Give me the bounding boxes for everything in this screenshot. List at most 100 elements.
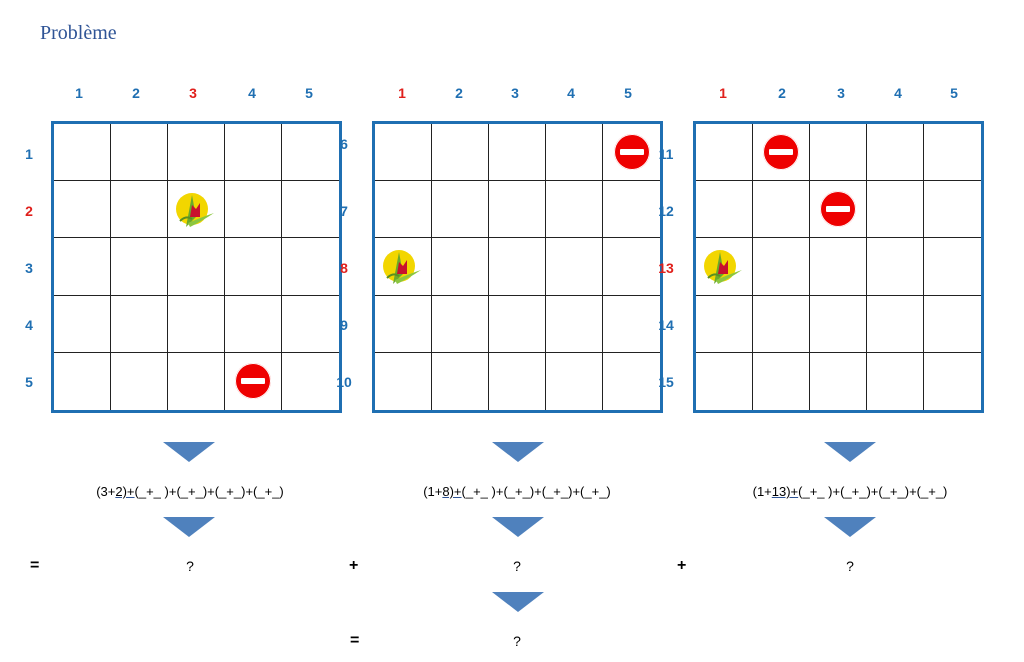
grid-cell[interactable] [489,181,546,239]
grid-cell[interactable] [111,124,168,182]
grid3-row-label: 15 [658,374,674,390]
grid-cell[interactable] [225,352,282,410]
grid-cell[interactable] [375,124,432,182]
grid-cell[interactable] [696,238,753,296]
grid-cell[interactable] [753,124,810,182]
grid-cell[interactable] [282,181,339,239]
grid-cell[interactable] [603,124,660,182]
formula-remaining-terms: (_+_ )+(_+_)+(_+_)+(_+_) [798,484,948,499]
grid-cell[interactable] [753,352,810,410]
formula-first-term: 13)+ [771,484,799,499]
grid-cell[interactable] [603,353,660,410]
grid-cell[interactable] [225,124,282,182]
grid-cell[interactable] [753,181,810,239]
grid-cell[interactable] [54,238,111,296]
grid2-row-label: 10 [336,374,352,390]
grid-cell[interactable] [696,181,753,239]
grid-cell[interactable] [225,295,282,353]
grid1-row-label: 4 [25,317,33,333]
grid-cell[interactable] [867,124,924,182]
grid-cell[interactable] [168,238,225,296]
grid3-column-label: 1 [719,85,727,101]
formula-start: (1+ [423,484,443,499]
grid1-column-label: 5 [305,85,313,101]
grid3-row-label: 13 [658,260,674,276]
grid-cell[interactable] [603,238,660,296]
grid-cell[interactable] [810,238,867,296]
grid3-result: ? [846,558,854,574]
grid-cell[interactable] [546,181,603,239]
grid-cell[interactable] [225,181,282,239]
grid-cell[interactable] [546,352,603,410]
grid-cell[interactable] [924,181,981,239]
grid-cell[interactable] [375,352,432,410]
grid-cell[interactable] [489,124,546,182]
grid-cell[interactable] [753,238,810,296]
grid2-row-label: 8 [340,260,348,276]
grid-cell[interactable] [54,181,111,239]
grid3-formula: (1+13)+(_+_ )+(_+_)+(_+_)+(_+_) [730,484,970,499]
down-arrow-final [492,592,544,612]
grid-cell[interactable] [489,295,546,353]
grid-cell[interactable] [924,238,981,296]
grid-cell[interactable] [867,295,924,353]
grid-cell[interactable] [282,353,339,410]
grid-cell[interactable] [54,295,111,353]
grid-cell[interactable] [696,352,753,410]
grid-cell[interactable] [432,352,489,410]
grid-cell[interactable] [168,181,225,239]
grid-cell[interactable] [696,124,753,182]
grid-cell[interactable] [810,352,867,410]
grid-cell[interactable] [867,238,924,296]
grid2-row-label: 6 [340,136,348,152]
grid-cell[interactable] [603,181,660,239]
flower-icon [174,187,218,231]
grid-cell[interactable] [603,296,660,353]
grid-cell[interactable] [489,352,546,410]
grid-cell[interactable] [867,181,924,239]
grid-cell[interactable] [375,238,432,296]
grid-cell[interactable] [111,295,168,353]
grid-cell[interactable] [54,352,111,410]
grid-cell[interactable] [432,295,489,353]
grid-cell[interactable] [810,181,867,239]
grid-cell[interactable] [546,124,603,182]
grid-cell[interactable] [168,352,225,410]
grid-cell[interactable] [753,295,810,353]
grid-cell[interactable] [867,352,924,410]
grid-cell[interactable] [546,238,603,296]
grid-cell[interactable] [282,238,339,296]
grid-cell[interactable] [489,238,546,296]
grid-cell[interactable] [168,124,225,182]
formula-start: (3+ [96,484,116,499]
grid-cell[interactable] [810,124,867,182]
grid-cell[interactable] [810,295,867,353]
grid1-row-label: 5 [25,374,33,390]
grid-cell[interactable] [924,124,981,182]
grid-cell[interactable] [432,238,489,296]
grid-cell[interactable] [375,181,432,239]
grid-cell[interactable] [546,295,603,353]
grid3-row-label: 14 [658,317,674,333]
grid-cell[interactable] [432,181,489,239]
grid-cell[interactable] [111,352,168,410]
grid-cell[interactable] [432,124,489,182]
grid-cell[interactable] [282,296,339,353]
formula-remaining-terms: (_+_ )+(_+_)+(_+_)+(_+_) [134,484,284,499]
grid2-column-label: 3 [511,85,519,101]
grid-cell[interactable] [696,295,753,353]
grid-cell[interactable] [282,124,339,182]
grid-cell[interactable] [54,124,111,182]
grid-cell[interactable] [111,238,168,296]
grid-cell[interactable] [225,238,282,296]
down-arrow-icon [492,517,544,537]
grid1-result: ? [186,558,194,574]
grid-cell[interactable] [924,296,981,353]
grid-cell[interactable] [111,181,168,239]
formula-first-term: 8)+ [442,484,462,499]
grid-cell[interactable] [168,295,225,353]
grid-cell[interactable] [375,295,432,353]
grid1-column-label: 1 [75,85,83,101]
grid-cell[interactable] [924,353,981,410]
down-arrow-icon [163,442,215,462]
